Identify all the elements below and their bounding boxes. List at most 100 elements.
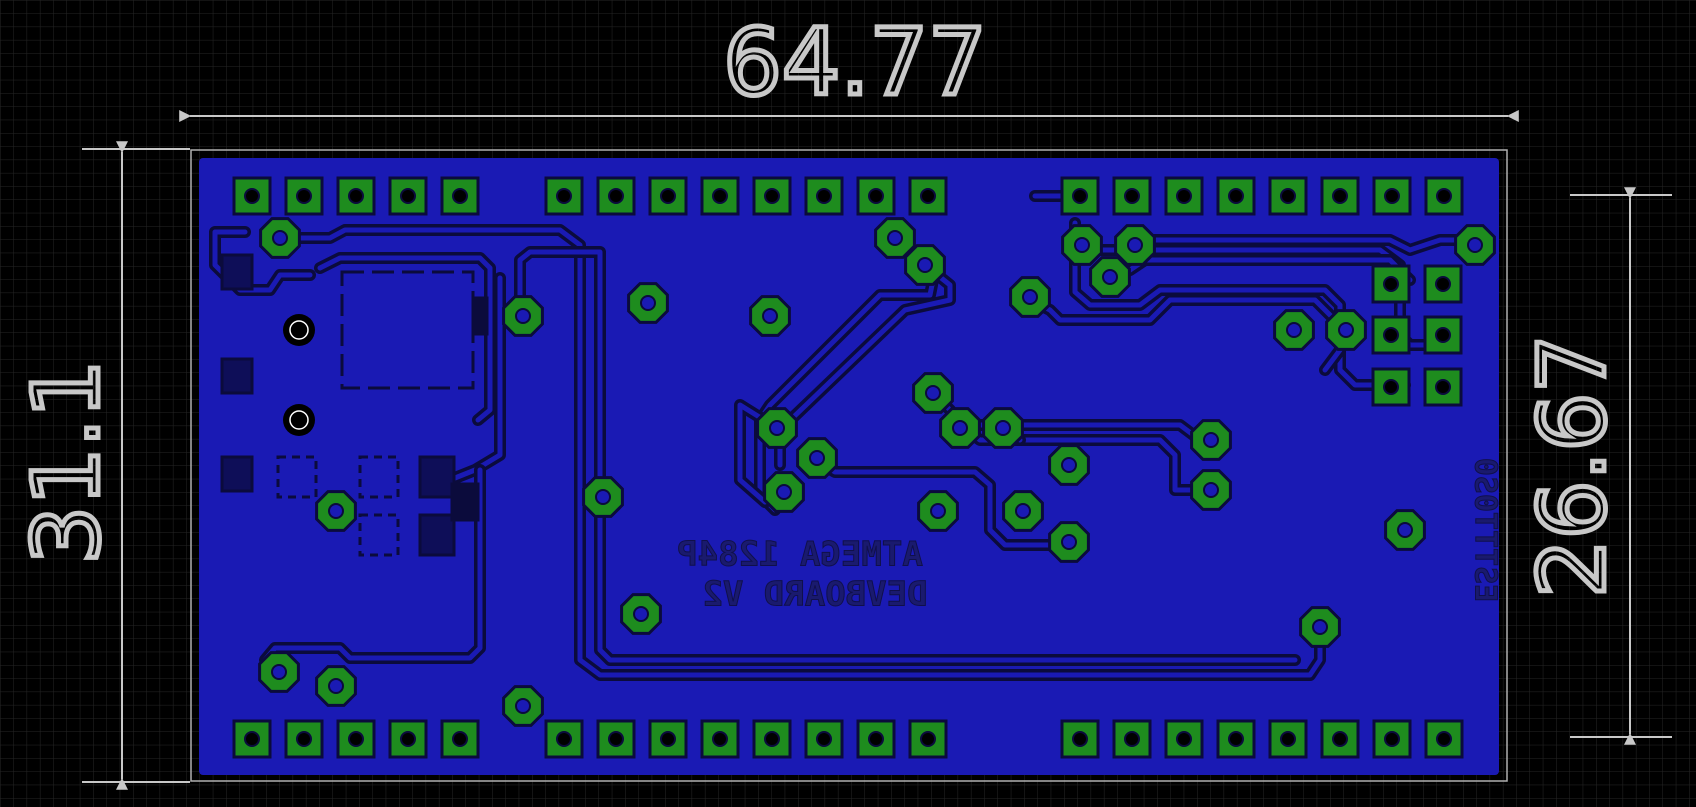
pad-hole xyxy=(452,731,468,747)
via-hole xyxy=(595,489,611,505)
via-hole xyxy=(328,503,344,519)
via-hole xyxy=(776,484,792,500)
pad-hole xyxy=(1383,327,1399,343)
via-hole xyxy=(1102,269,1118,285)
via-hole xyxy=(1203,432,1219,448)
dimension-inner-height: 26.67 xyxy=(1517,187,1672,745)
pad-hole xyxy=(1072,188,1088,204)
pad-hole xyxy=(1384,731,1400,747)
silkscreen: ATMEGA 1284P DEVBOARD V2 ESTTT0S0 xyxy=(677,457,1503,615)
square-pad xyxy=(388,176,428,216)
square-pad xyxy=(1112,176,1152,216)
pad-hole xyxy=(348,731,364,747)
via-hole xyxy=(1127,237,1143,253)
trace-copper xyxy=(1072,220,1408,388)
via-hole xyxy=(1467,237,1483,253)
inner-height-dimension-label: 26.67 xyxy=(1519,334,1626,597)
pad-hole xyxy=(1228,731,1244,747)
pad-hole xyxy=(816,188,832,204)
pad-hole xyxy=(764,731,780,747)
via-hole xyxy=(1061,457,1077,473)
via-hole xyxy=(1015,503,1031,519)
trace-copper xyxy=(277,227,1323,678)
pad-hole xyxy=(1435,379,1451,395)
square-pad xyxy=(700,176,740,216)
via-hole xyxy=(272,230,288,246)
square-pad xyxy=(1060,176,1100,216)
component-outlines xyxy=(220,253,489,557)
via-hole xyxy=(887,230,903,246)
silkscreen-line2: DEVBOARD V2 xyxy=(702,575,927,615)
via-hole xyxy=(633,606,649,622)
pad-hole xyxy=(556,188,572,204)
via-hole xyxy=(640,295,656,311)
via-hole xyxy=(1074,237,1090,253)
square-pad xyxy=(804,176,844,216)
via-hole xyxy=(930,503,946,519)
pad-hole xyxy=(608,188,624,204)
silkscreen-side: ESTTT0S0 xyxy=(1468,458,1503,603)
dimension-height: 31.1 xyxy=(11,141,190,790)
pad-hole xyxy=(1383,276,1399,292)
via-hole xyxy=(1397,522,1413,538)
trace-copper xyxy=(447,275,503,483)
pad-hole xyxy=(1332,188,1348,204)
square-pad xyxy=(1268,719,1308,759)
via-hole xyxy=(328,678,344,694)
height-dimension-label: 31.1 xyxy=(13,360,120,565)
via-hole xyxy=(515,698,531,714)
pad-hole xyxy=(816,731,832,747)
via-hole xyxy=(1061,534,1077,550)
square-pad xyxy=(1216,176,1256,216)
pad-hole xyxy=(920,731,936,747)
pads xyxy=(232,176,1496,759)
trace-copper xyxy=(812,457,1068,548)
via-hole xyxy=(762,308,778,324)
trace-copper xyxy=(1027,297,1348,333)
pad-hole xyxy=(1228,188,1244,204)
pad-hole xyxy=(764,188,780,204)
pad-hole xyxy=(1176,731,1192,747)
board-outline xyxy=(190,149,1508,782)
pad-hole xyxy=(1332,731,1348,747)
pad-hole xyxy=(1435,327,1451,343)
pad-hole xyxy=(660,731,676,747)
pad-hole xyxy=(1124,188,1140,204)
pad-hole xyxy=(868,731,884,747)
via-hole xyxy=(925,385,941,401)
pad-hole xyxy=(1072,731,1088,747)
via-hole xyxy=(995,420,1011,436)
pad-hole xyxy=(1124,731,1140,747)
via-hole xyxy=(1203,482,1219,498)
pad-hole xyxy=(608,731,624,747)
pad-hole xyxy=(1280,188,1296,204)
pad-hole xyxy=(1176,188,1192,204)
pad-hole xyxy=(400,188,416,204)
pad-hole xyxy=(1436,188,1452,204)
trace-copper xyxy=(317,255,493,423)
via-hole xyxy=(952,420,968,436)
width-dimension-label: 64.77 xyxy=(723,9,986,116)
via-hole xyxy=(271,664,287,680)
pad-hole xyxy=(1435,276,1451,292)
pad-hole xyxy=(296,731,312,747)
square-pad xyxy=(856,176,896,216)
pad-hole xyxy=(1436,731,1452,747)
pad-hole xyxy=(868,188,884,204)
pad-hole xyxy=(1280,731,1296,747)
trace-copper xyxy=(517,249,1298,663)
square-pad xyxy=(752,719,792,759)
pad-hole xyxy=(920,188,936,204)
via-hole xyxy=(809,450,825,466)
pad-hole xyxy=(712,731,728,747)
pad-hole xyxy=(1384,188,1400,204)
pad-hole xyxy=(348,188,364,204)
mounting-holes xyxy=(283,314,315,436)
pad-hole xyxy=(1383,379,1399,395)
dimension-width: 64.77 xyxy=(179,7,1519,122)
via-hole xyxy=(1286,322,1302,338)
via-hole xyxy=(1338,322,1354,338)
via-hole xyxy=(1312,619,1328,635)
silkscreen-line1: ATMEGA 1284P xyxy=(677,535,923,575)
